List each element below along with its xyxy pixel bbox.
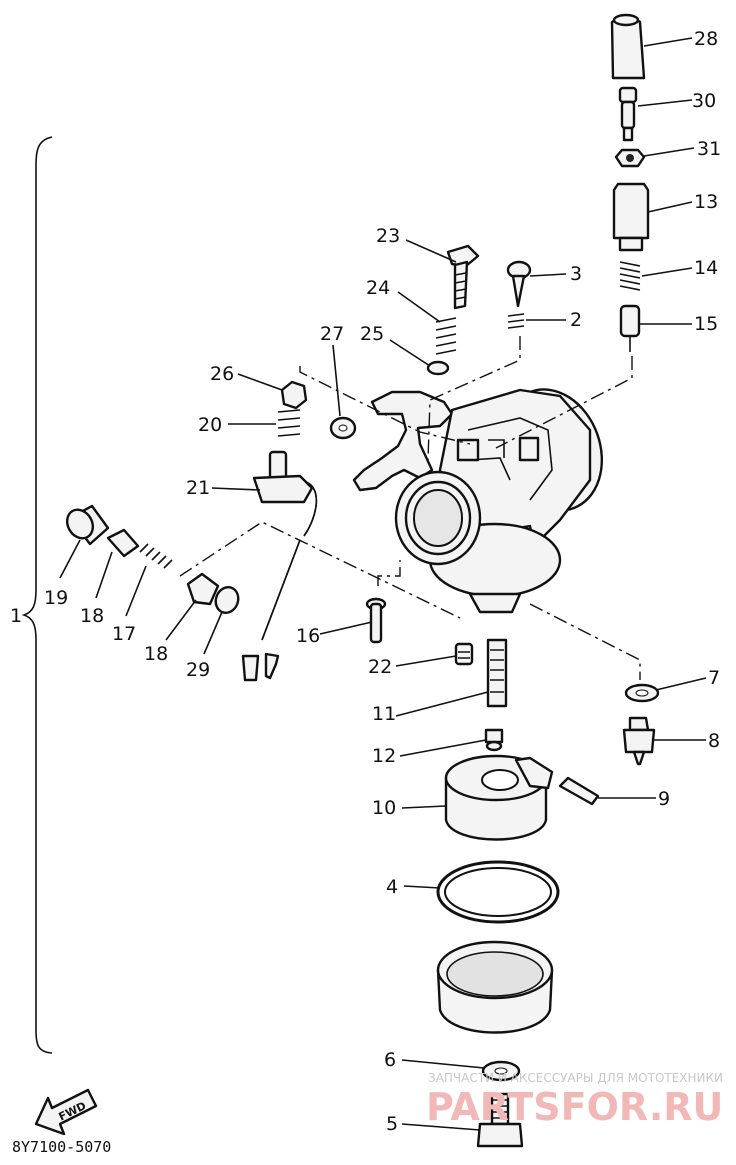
callout-18b: 18 (144, 643, 168, 665)
callout-7: 7 (708, 667, 720, 689)
part-17-spring (139, 543, 173, 569)
leader-lines (59, 37, 707, 1131)
watermark: ЗАПЧАСТИ И АКСЕССУАРЫ ДЛЯ МОТОТЕХНИКИ PA… (426, 1071, 723, 1129)
callout-13: 13 (694, 191, 718, 213)
part-27-washer (329, 416, 357, 440)
assembly-brace (21, 136, 53, 1054)
doc-code: 8Y7100-5070 (12, 1138, 111, 1156)
callout-23: 23 (376, 225, 400, 247)
part-11-needle-jet (486, 638, 508, 708)
part-26-cap (280, 380, 308, 410)
callout-15: 15 (694, 313, 718, 335)
part-2-spring (507, 313, 525, 329)
part-10-float (444, 754, 554, 841)
part-31-nut (614, 148, 646, 168)
assembly-dash-lines (179, 336, 641, 680)
part-24-spring (435, 317, 457, 355)
callout-20: 20 (198, 414, 222, 436)
watermark-line2: PARTSFOR.RU (426, 1085, 723, 1129)
part-18b-plunger (186, 572, 220, 606)
callout-17: 17 (112, 623, 136, 645)
callout-2: 2 (570, 309, 582, 331)
callout-19: 19 (44, 587, 68, 609)
part-5-drain-bolt (476, 1092, 524, 1148)
callout-14: 14 (694, 257, 718, 279)
callout-8: 8 (708, 730, 720, 752)
callout-5: 5 (386, 1113, 398, 1135)
callout-25: 25 (360, 323, 384, 345)
fwd-arrow-icon: FWD (34, 1088, 98, 1136)
part-30-adjuster (618, 86, 638, 142)
callout-21: 21 (186, 477, 210, 499)
callout-18: 18 (80, 605, 104, 627)
part-14-spring (619, 261, 641, 291)
part-20-spring (277, 409, 301, 437)
callout-30: 30 (692, 90, 716, 112)
callout-29: 29 (186, 659, 210, 681)
part-12-main-jet (484, 728, 504, 752)
part-4-gasket (436, 860, 560, 924)
part-23-screw (446, 244, 480, 310)
part-28-cap (610, 13, 646, 80)
callout-16: 16 (296, 625, 320, 647)
callout-9: 9 (658, 788, 670, 810)
callout-24: 24 (366, 277, 390, 299)
callout-3: 3 (570, 263, 582, 285)
callout-1: 1 (10, 605, 22, 627)
part-16-pilot-jet (365, 597, 387, 644)
watermark-line1: ЗАПЧАСТИ И АКСЕССУАРЫ ДЛЯ МОТОТЕХНИКИ (428, 1071, 723, 1085)
part-21-fuel-fitting (241, 450, 318, 682)
callout-31: 31 (697, 138, 721, 160)
part-13-mixing-chamber-top (612, 182, 650, 252)
callout-22: 22 (368, 656, 392, 678)
part-8-float-valve-seat (622, 716, 656, 766)
part-15-throttle-valve (619, 304, 641, 352)
part-25-washer (426, 360, 450, 376)
callout-4: 4 (386, 876, 398, 898)
callout-6: 6 (384, 1049, 396, 1071)
part-18-plunger (106, 528, 140, 558)
part-29-seal (214, 586, 240, 614)
callout-labels: 28 30 31 13 14 15 23 3 24 2 27 25 26 20 … (44, 28, 721, 1135)
callout-10: 10 (372, 797, 396, 819)
callout-26: 26 (210, 363, 234, 385)
callout-27: 27 (320, 323, 344, 345)
callout-12: 12 (372, 745, 396, 767)
part-9-float-pin (558, 776, 600, 806)
callout-11: 11 (372, 703, 396, 725)
part-3-screw (506, 260, 532, 308)
callout-28: 28 (694, 28, 718, 50)
float-bowl (436, 940, 554, 1034)
part-22-screw (454, 642, 474, 666)
carburetor-body (352, 388, 604, 614)
part-7-washer (624, 683, 660, 703)
part-6-washer (481, 1060, 521, 1082)
part-19-cap (65, 504, 110, 546)
